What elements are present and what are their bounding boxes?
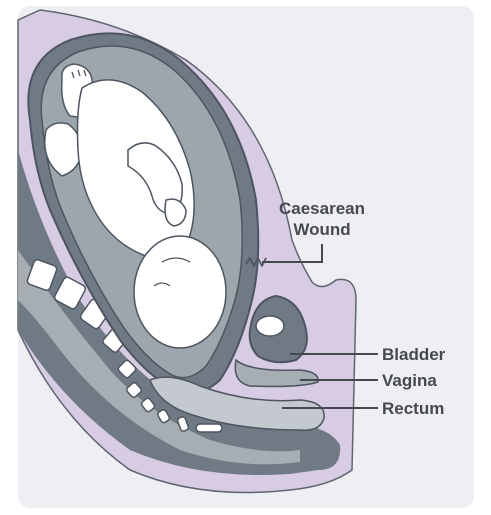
label-caesarean-line2: Wound (293, 220, 350, 239)
bladder-highlight (256, 316, 284, 336)
label-bladder: Bladder (382, 345, 446, 364)
label-caesarean-line1: Caesarean (279, 199, 365, 218)
label-rectum: Rectum (382, 399, 444, 418)
label-vagina: Vagina (382, 371, 437, 390)
